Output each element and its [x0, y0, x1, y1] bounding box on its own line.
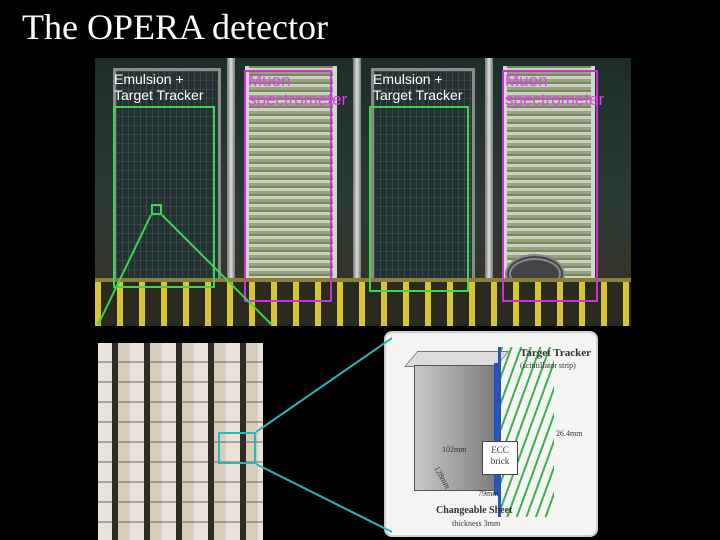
- zoom-line-top: [255, 337, 393, 433]
- target-tracker-strips: [498, 347, 554, 517]
- ecc-label-box: [482, 441, 518, 475]
- emulsion-label-2: Emulsion + Target Tracker: [373, 71, 463, 103]
- changeable-sheet-shape: [494, 363, 498, 495]
- zoom-line-bottom: [255, 463, 393, 533]
- connector-line-right: [161, 214, 273, 326]
- tracker-title: Target Tracker: [520, 347, 591, 359]
- emulsion-region-box-2: [369, 106, 469, 292]
- sheet-title: Changeable Sheet: [436, 505, 513, 516]
- target-frame-1: [113, 68, 221, 282]
- muon-region-box-1: [244, 70, 332, 302]
- slide-title: The OPERA detector: [22, 7, 328, 47]
- muon-region-box-2: [502, 70, 598, 302]
- brick-zoom-box: [218, 432, 256, 464]
- dim-thick: 79mm: [478, 489, 499, 498]
- muon-label-1: Muon spectrometer: [248, 71, 348, 109]
- pillar: [485, 58, 493, 286]
- spectrometer-2: [503, 66, 595, 286]
- dim-height: 102mm: [442, 445, 467, 454]
- brick-wall-closeup-photo: [98, 343, 263, 540]
- ecc-brick-label: ECC brick: [490, 445, 510, 466]
- pillar: [227, 58, 235, 286]
- emulsion-region-box-1: [113, 106, 215, 288]
- sheet-subtitle: thickness 3mm: [452, 519, 501, 528]
- brick-highlight-box: [151, 204, 162, 215]
- detector-photo: [95, 58, 631, 326]
- dim-width: 26.4mm: [556, 429, 583, 438]
- spectrometer-1: [245, 66, 337, 286]
- connector-line-left: [97, 214, 152, 326]
- emulsion-label-1: Emulsion + Target Tracker: [114, 71, 204, 103]
- tracker-subtitle: (scintillator strip): [520, 361, 576, 370]
- muon-label-2: Muon spectrometer: [505, 71, 605, 109]
- pillar: [353, 58, 361, 286]
- target-frame-2: [371, 68, 475, 282]
- ecc-schematic-panel: Target Tracker (scintillator strip) 26.4…: [384, 331, 598, 537]
